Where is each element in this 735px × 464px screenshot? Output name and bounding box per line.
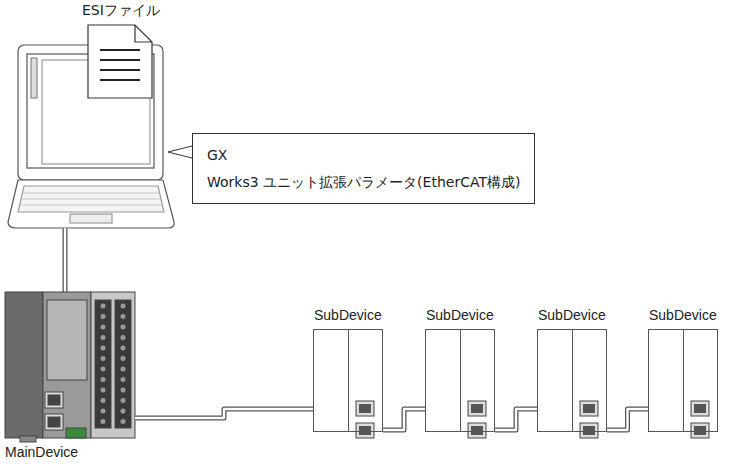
ethercat-cable (135, 409, 313, 418)
main-device: MainDevice (5, 292, 135, 438)
device-label: MainDevice (5, 444, 78, 460)
box-divider (683, 330, 684, 431)
sub-device-box: SubDevice (648, 329, 718, 432)
sub-device-box: SubDevice (425, 329, 495, 432)
callout-text: GX Works3 ユニット拡張パラメータ(EtherCAT構成) (207, 142, 520, 195)
subdevice-ports (356, 401, 709, 438)
device-label: SubDevice (426, 307, 494, 323)
callout-box: GX Works3 ユニット拡張パラメータ(EtherCAT構成) (192, 133, 535, 204)
terminal-screws (100, 303, 126, 425)
ethercat-cable (607, 409, 648, 430)
device-label: SubDevice (649, 307, 717, 323)
esi-file-icon (88, 25, 152, 98)
device-label: SubDevice (538, 307, 606, 323)
ethercat-cable (383, 409, 425, 430)
plc-unit (5, 292, 135, 442)
ethercat-cable (495, 409, 537, 430)
sub-device-box: SubDevice (313, 329, 383, 432)
device-label: SubDevice (314, 307, 382, 323)
box-divider (572, 330, 573, 431)
box-divider (460, 330, 461, 431)
box-divider (348, 330, 349, 431)
callout-pointer (168, 146, 192, 158)
sub-device-box: SubDevice (537, 329, 607, 432)
file-label: ESIファイル (82, 2, 160, 20)
